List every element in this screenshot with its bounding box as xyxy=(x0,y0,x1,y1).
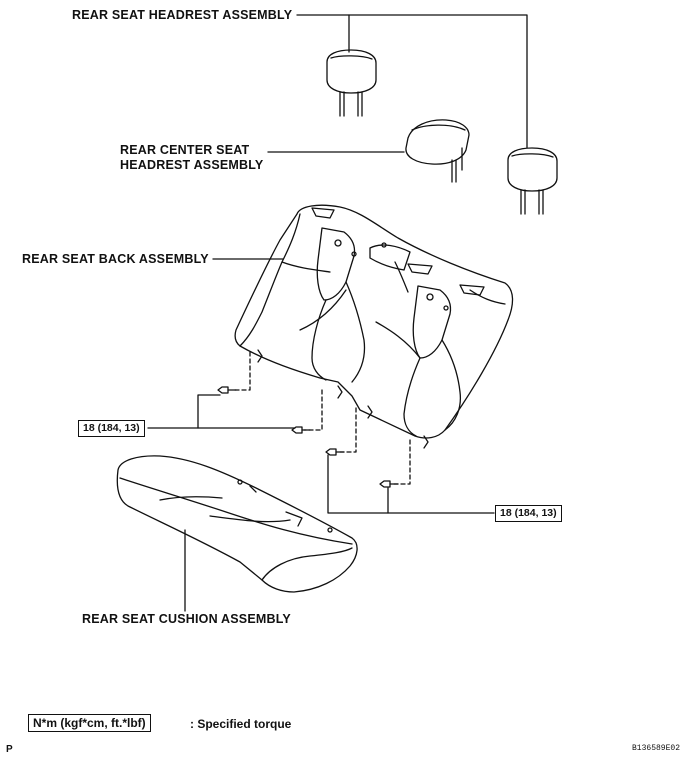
legend-description: : Specified torque xyxy=(190,717,292,731)
figure-code: B136589E02 xyxy=(632,744,681,753)
torque-spec-right: 18 (184, 13) xyxy=(495,505,562,522)
label-rear-seat-cushion: REAR SEAT CUSHION ASSEMBLY xyxy=(82,612,291,626)
rear-center-headrest xyxy=(405,119,470,183)
rear-seat-back xyxy=(234,204,514,449)
torque-spec-left: 18 (184, 13) xyxy=(78,420,145,437)
rear-headrest-left xyxy=(326,49,377,117)
label-rear-center-headrest-line2: HEADREST ASSEMBLY xyxy=(120,158,264,172)
bolts xyxy=(217,386,399,488)
label-rear-center-headrest-line1: REAR CENTER SEAT xyxy=(120,143,250,157)
rear-seat-cushion xyxy=(116,455,358,593)
label-rear-seat-back: REAR SEAT BACK ASSEMBLY xyxy=(22,252,209,266)
corner-letter: P xyxy=(6,744,13,755)
bolt-dashed-lines xyxy=(231,351,411,485)
rear-headrest-right xyxy=(507,147,558,215)
label-rear-seat-headrest: REAR SEAT HEADREST ASSEMBLY xyxy=(72,8,293,22)
leader-lines xyxy=(147,14,528,612)
legend-unit-box: N*m (kgf*cm, ft.*lbf) xyxy=(28,714,151,732)
